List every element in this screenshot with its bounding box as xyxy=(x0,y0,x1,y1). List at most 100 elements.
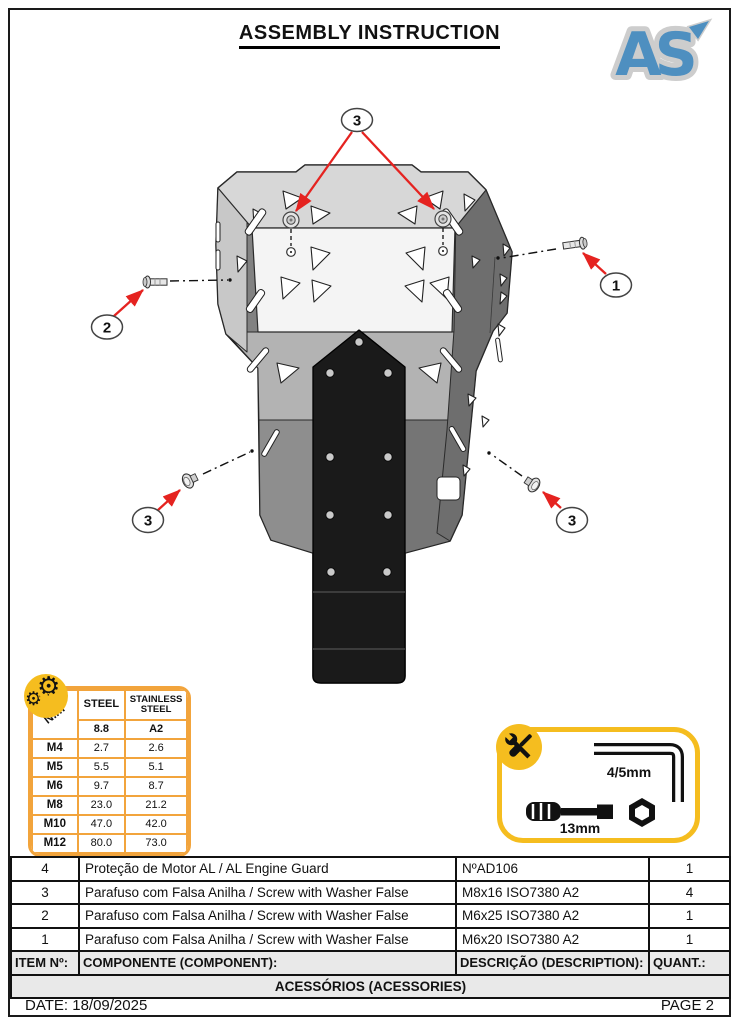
torque-col-stainless: STAINLESS STEEL xyxy=(124,689,188,721)
part-quantity: 1 xyxy=(648,856,731,882)
torque-steel-value: 9.7 xyxy=(76,776,127,797)
rivets xyxy=(325,337,393,577)
tools-illustration xyxy=(526,743,684,827)
part-quantity: 1 xyxy=(648,926,731,952)
parts-banner-row: ACESSÓRIOS (ACESSORIES) xyxy=(10,973,731,999)
torque-stainless-value: 8.7 xyxy=(124,776,188,797)
parts-row: 4 Proteção de Motor AL / AL Engine Guard… xyxy=(10,856,731,882)
torque-steel-value: 5.5 xyxy=(76,757,127,778)
bolt-item1-icon xyxy=(561,236,589,253)
lower-left-face xyxy=(258,419,314,554)
top-screws xyxy=(282,210,452,257)
parts-row: 1 Parafuso com Falsa Anilha / Screw with… xyxy=(10,926,731,952)
bolt-item3-right-icon xyxy=(521,472,543,495)
parts-header-description: DESCRIÇÃO (DESCRIPTION): xyxy=(455,950,650,976)
torque-stainless-value: 73.0 xyxy=(124,833,188,854)
parts-row: 2 Parafuso com Falsa Anilha / Screw with… xyxy=(10,903,731,929)
torque-row: M6 9.7 8.7 xyxy=(31,776,188,797)
leader-dots xyxy=(228,256,500,455)
torque-col-steel: STEEL xyxy=(76,689,127,721)
part-description: M6x20 ISO7380 A2 xyxy=(455,926,650,952)
torque-row: M8 23.0 21.2 xyxy=(31,795,188,816)
torque-stainless-value: 21.2 xyxy=(124,795,188,816)
callout-arrows xyxy=(113,131,607,511)
accessories-banner: ACESSÓRIOS (ACESSORIES) xyxy=(10,973,731,999)
page-title-wrap: ASSEMBLY INSTRUCTION xyxy=(0,22,739,49)
torque-steel-value: 47.0 xyxy=(76,814,127,835)
logo-arrow-icon xyxy=(686,18,713,42)
part-quantity: 1 xyxy=(648,903,731,929)
torque-row: M12 80.0 73.0 xyxy=(31,833,188,854)
part-item-number: 3 xyxy=(10,879,80,905)
torque-row: M10 47.0 42.0 xyxy=(31,814,188,835)
torque-steel-value: 80.0 xyxy=(76,833,127,854)
callout-top-3-label: 3 xyxy=(353,113,361,130)
torque-size: M8 xyxy=(31,795,79,816)
torque-grade-steel: 8.8 xyxy=(76,719,127,740)
triangular-cutouts xyxy=(236,190,511,477)
footer-date: DATE: 18/09/2025 xyxy=(25,997,148,1014)
edge-tabs xyxy=(215,208,503,501)
tools-icon-circle xyxy=(496,724,542,770)
part-item-number: 4 xyxy=(10,856,80,882)
torque-size: M6 xyxy=(31,776,79,797)
bolt-item3-left-icon xyxy=(179,469,201,491)
torque-size: M4 xyxy=(31,738,79,759)
part-description: M6x25 ISO7380 A2 xyxy=(455,903,650,929)
center-black-plate xyxy=(312,329,406,684)
part-component: Proteção de Motor AL / AL Engine Guard xyxy=(78,856,457,882)
callout-bottom-right-3-label: 3 xyxy=(568,513,576,530)
hex-nut-icon xyxy=(629,798,655,827)
torque-stainless-value: 5.1 xyxy=(124,757,188,778)
part-item-number: 1 xyxy=(10,926,80,952)
torque-size: M5 xyxy=(31,757,79,778)
torque-row: M4 2.7 2.6 xyxy=(31,738,188,759)
parts-table: 4 Proteção de Motor AL / AL Engine Guard… xyxy=(10,856,731,999)
leader-lines xyxy=(169,248,557,477)
engine-guard-body xyxy=(215,164,513,684)
torque-size: M12 xyxy=(31,833,79,854)
parts-row: 3 Parafuso com Falsa Anilha / Screw with… xyxy=(10,879,731,905)
gear-icon: ⚙ xyxy=(37,674,61,701)
parts-header-item: ITEM Nº: xyxy=(10,950,80,976)
part-component: Parafuso com Falsa Anilha / Screw with W… xyxy=(78,879,457,905)
torque-steel-value: 23.0 xyxy=(76,795,127,816)
part-item-number: 2 xyxy=(10,903,80,929)
torque-grade-stainless: A2 xyxy=(124,719,188,740)
callout-left-2: 2 xyxy=(90,314,124,340)
callout-top-3: 3 xyxy=(340,107,374,133)
parts-header-component: COMPONENTE (COMPONENT): xyxy=(78,950,457,976)
allen-key-size-label: 4/5mm xyxy=(606,764,652,780)
torque-row: M5 5.5 5.1 xyxy=(31,757,188,778)
callout-left-2-label: 2 xyxy=(103,320,111,337)
brand-logo: AS xyxy=(610,15,713,94)
torque-size: M10 xyxy=(31,814,79,835)
socket-driver-icon xyxy=(526,802,613,821)
required-tools-box: 4/5mm 13mm xyxy=(496,724,700,843)
callout-bottom-left-3: 3 xyxy=(131,506,165,534)
callout-right-1: 1 xyxy=(599,272,633,298)
bolt-item2-icon xyxy=(142,275,168,289)
page-title: ASSEMBLY INSTRUCTION xyxy=(238,22,501,49)
parts-header-row: ITEM Nº: COMPONENTE (COMPONENT): DESCRIÇ… xyxy=(10,950,731,976)
gear-icon: ⚙ xyxy=(25,689,43,710)
callout-bottom-right-3: 3 xyxy=(555,506,589,534)
screw-icon xyxy=(434,210,452,228)
right-side-wing xyxy=(436,171,513,542)
torque-badge-icon: ⚙ ⚙ N.m xyxy=(24,674,68,718)
callout-balloons: 3 2 1 3 3 xyxy=(90,107,633,534)
parts-header-quantity: QUANT.: xyxy=(648,950,731,976)
footer-page-number: PAGE 2 xyxy=(660,997,714,1014)
part-description: M8x16 ISO7380 A2 xyxy=(455,879,650,905)
screw-icon xyxy=(282,211,300,229)
socket-size-label: 13mm xyxy=(559,820,601,836)
part-quantity: 4 xyxy=(648,879,731,905)
part-component: Parafuso com Falsa Anilha / Screw with W… xyxy=(78,926,457,952)
torque-stainless-value: 42.0 xyxy=(124,814,188,835)
callout-bottom-left-3-label: 3 xyxy=(144,513,152,530)
torque-stainless-value: 2.6 xyxy=(124,738,188,759)
crossed-tools-icon xyxy=(504,732,532,759)
part-description: NºAD106 xyxy=(455,856,650,882)
